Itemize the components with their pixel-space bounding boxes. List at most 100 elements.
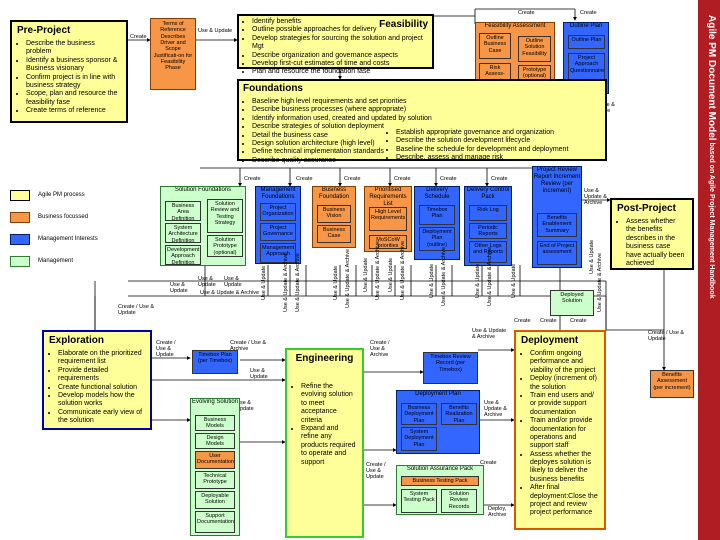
exploration-phase: Exploration Elaborate on the prioritized… <box>42 330 152 430</box>
foundations-item: Baseline the schedule for development an… <box>396 146 597 154</box>
foundations-item: Describe, assess and manage risk <box>396 154 597 162</box>
timebox-review-record-doc: Timebox Review Record (per Timebox) <box>423 352 478 384</box>
deployment-plan-group: Deployment Plan Business Deployment Plan… <box>396 390 480 454</box>
feasibility-item: Describe organization and governance asp… <box>252 52 428 60</box>
project-organization-doc: Project Organization <box>260 203 296 221</box>
system-architecture-doc: System Architecture Definition <box>165 223 201 243</box>
edge-label-vertical: Use & Update & Archive <box>487 246 493 306</box>
engineering-phase: Engineering Refine the evolving solution… <box>285 348 364 538</box>
edge-label-create: Create <box>440 176 457 182</box>
deployment-item: Train and/or provide documentation for o… <box>530 417 599 451</box>
edge-label-use-update-archive: Use & Update & Archive <box>584 188 607 207</box>
feasibility-item: Develop first-cut estimates of time and … <box>252 60 428 68</box>
system-testing-pack-doc: System Testing Pack <box>401 489 437 513</box>
edge-label-create: Create <box>518 10 535 16</box>
feasibility-item: Identify benefits <box>252 18 428 26</box>
engineering-item: Refine the evolving solution to meet acc… <box>301 383 357 425</box>
user-documentation-doc: User Documentation <box>195 451 235 469</box>
edge-label-create: Create <box>580 10 597 16</box>
business-deployment-plan-doc: Business Deployment Plan <box>401 403 437 425</box>
system-deployment-plan-doc: System Deployment Plan <box>401 427 437 451</box>
foundations-item: Describe quality assurance <box>252 157 432 165</box>
edge-label-deploy-archive: Deploy, Archive <box>488 506 507 519</box>
edge-label-vertical: Use & Update & Archive <box>400 240 406 300</box>
preproject-item: Create terms of reference <box>26 107 121 115</box>
edge-label-vertical: Use & Update & Archive <box>345 248 351 308</box>
exploration-title: Exploration <box>49 335 105 346</box>
legend-label: Management <box>38 258 74 264</box>
edge-label-create: Create <box>244 176 261 182</box>
edge-label-vertical: Use & Update & Archive <box>597 252 603 312</box>
exploration-item: Create functional solution <box>58 384 145 392</box>
feasibility-item: Develop strategies for sourcing the solu… <box>252 35 428 52</box>
legend: Agile PM process Business focussed Manag… <box>10 190 120 270</box>
business-testing-pack-doc: Business Testing Pack <box>401 476 479 486</box>
solution-review-records-doc: Solution Review Records <box>441 489 477 513</box>
postproject-title: Post-Project <box>617 203 676 214</box>
edge-label-vertical: Use & Update & Archive <box>283 252 289 312</box>
legend-label: Business focussed <box>38 214 89 220</box>
deployment-title: Deployment <box>521 335 579 346</box>
business-vision-doc: Business Vision <box>317 205 351 223</box>
delivery-schedule-group: Delivery Schedule Timebox Plan Deploymen… <box>414 186 460 260</box>
edge-label-create: Create <box>514 318 531 324</box>
preproject-title: Pre-Project <box>17 25 71 36</box>
business-foundation-group: Business Foundation Business Vision Busi… <box>312 186 356 248</box>
foundations-item: Baseline high level requirements and set… <box>252 98 432 106</box>
deployment-phase: Deployment Confirm ongoing performance a… <box>514 330 606 530</box>
project-review-report-title: Project Review Report Increment Review (… <box>533 167 581 194</box>
support-documentation-doc: Support Documentation <box>195 511 235 533</box>
edge-label-vertical: Use & Update <box>333 265 339 300</box>
edge-label-vertical: Use & Update <box>261 265 267 300</box>
edge-label-use-update-archive: Use & Update & Archive <box>484 400 507 419</box>
postproject-phase: Post-Project Assess whether the benefits… <box>610 198 694 270</box>
edge-label-vertical: Use & Update & Archive <box>295 252 301 312</box>
project-review-report-group: Project Review Report Increment Review (… <box>532 166 582 268</box>
edge-label-use-update: Use & Update <box>250 368 268 381</box>
sidebar-subtitle: based on Agile Project Management Handbo… <box>708 140 715 299</box>
exploration-item: Develop models how the solution works <box>58 392 145 409</box>
business-foundation-title: Business Foundation <box>318 187 350 200</box>
deployment-item: After final deployment:Close the project… <box>530 484 599 518</box>
outline-business-case-doc: Outline Business Case <box>479 33 511 59</box>
timebox-plan-per-timebox-doc: Timebox Plan (per Timebox) <box>192 350 238 374</box>
solution-assurance-pack-title: Solution Assurance Pack <box>406 466 474 472</box>
solution-prototype-doc: Solution Prototype (optional) <box>207 235 243 257</box>
feasibility-assessment-title: Feasibility Assessment <box>484 23 546 29</box>
edge-label-create: Create <box>570 318 587 324</box>
outline-solution-feasibility-doc: Outline Solution Feasibility <box>518 36 551 62</box>
foundations-item: Detail the business case <box>252 132 432 140</box>
sidebar-title: Agile PM Document Model <box>706 15 717 141</box>
preproject-item: Describe the business problem <box>26 40 121 57</box>
deployable-solution-doc: Deployable Solution <box>195 491 235 509</box>
delivery-schedule-title: Delivery Schedule <box>424 187 450 200</box>
prioritised-requirements-group: Prioritised Requirements List High Level… <box>364 186 412 252</box>
benefits-realization-plan-doc: Benefits Realization Plan <box>441 403 477 425</box>
edge-label-create: Create <box>491 176 508 182</box>
timebox-plan-doc: Timebox Plan <box>419 205 455 225</box>
foundations-item: Establish appropriate governance and org… <box>396 129 597 137</box>
foundations-item: Describe business processes (where appro… <box>252 106 432 114</box>
exploration-item: Provide detailed requirements <box>58 367 145 384</box>
sidebar-banner: Agile PM Document Model based on Agile P… <box>698 0 720 540</box>
edge-label-use-update: Use & Update <box>170 282 188 295</box>
prioritised-requirements-title: Prioritised Requirements List <box>369 187 407 207</box>
management-foundations-group: Management Foundations Project Organizat… <box>255 186 301 264</box>
foundations-item: Design solution architecture (high level… <box>252 140 432 148</box>
feasibility-item: Plan and resource the foundation fase <box>252 68 428 76</box>
edge-label-vertical: Use & Update <box>388 257 394 292</box>
edge-label-create-use-update: Create / Use & Update <box>156 340 176 359</box>
preproject-item: Identify a business sponsor & Business v… <box>26 57 121 74</box>
end-of-project-assessment-doc: End of Project assessment <box>537 241 577 265</box>
other-logs-doc: Other Logs and Reports <box>469 241 507 263</box>
deployed-solution-doc: Deployed Solution <box>550 290 594 316</box>
edge-label-create-use-archive: Create / Use & Archive <box>370 340 390 359</box>
edge-label-vertical: Use & Update <box>589 239 595 274</box>
deployment-item: Train end users and/ or provide support … <box>530 392 599 417</box>
edge-label-create: Create <box>130 34 147 40</box>
postproject-item: Assess whether the benefits describes in… <box>626 218 687 268</box>
preproject-item: Confirm project is in line with business… <box>26 74 121 91</box>
management-approach-doc: Management Approach <box>260 243 296 263</box>
delivery-control-pack-group: Delivery Control Pack Risk Log Periodic … <box>464 186 512 266</box>
foundations-item: Describe strategies of solution deployme… <box>252 123 432 131</box>
